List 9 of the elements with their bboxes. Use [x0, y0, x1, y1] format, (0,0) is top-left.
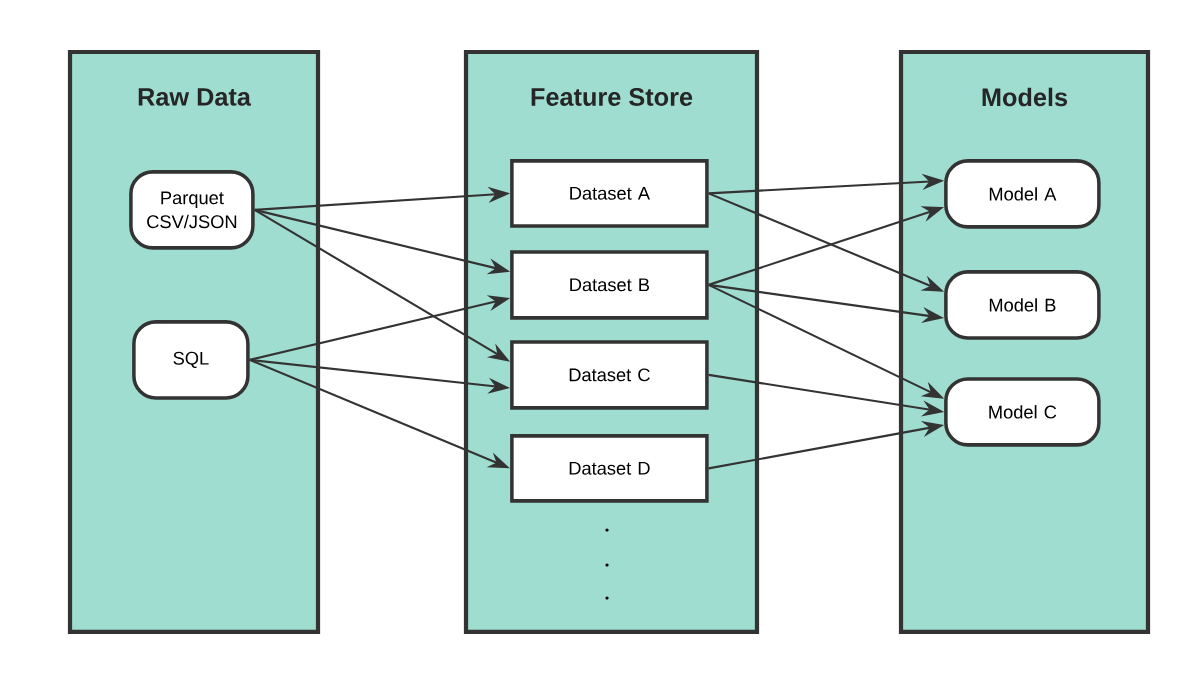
process-box: Dataset A: [510, 159, 709, 228]
process-box: Dataset B: [510, 250, 709, 320]
rounded-box: Model B: [944, 270, 1101, 340]
rounded-box: SQL: [132, 320, 250, 400]
process-box: Dataset C: [510, 340, 709, 410]
rounded-box: Parquet CSV/JSON: [129, 170, 255, 250]
rounded-box: Model A: [944, 159, 1101, 229]
rounded-box: Model C: [944, 377, 1101, 447]
process-box: Dataset D: [510, 434, 709, 503]
